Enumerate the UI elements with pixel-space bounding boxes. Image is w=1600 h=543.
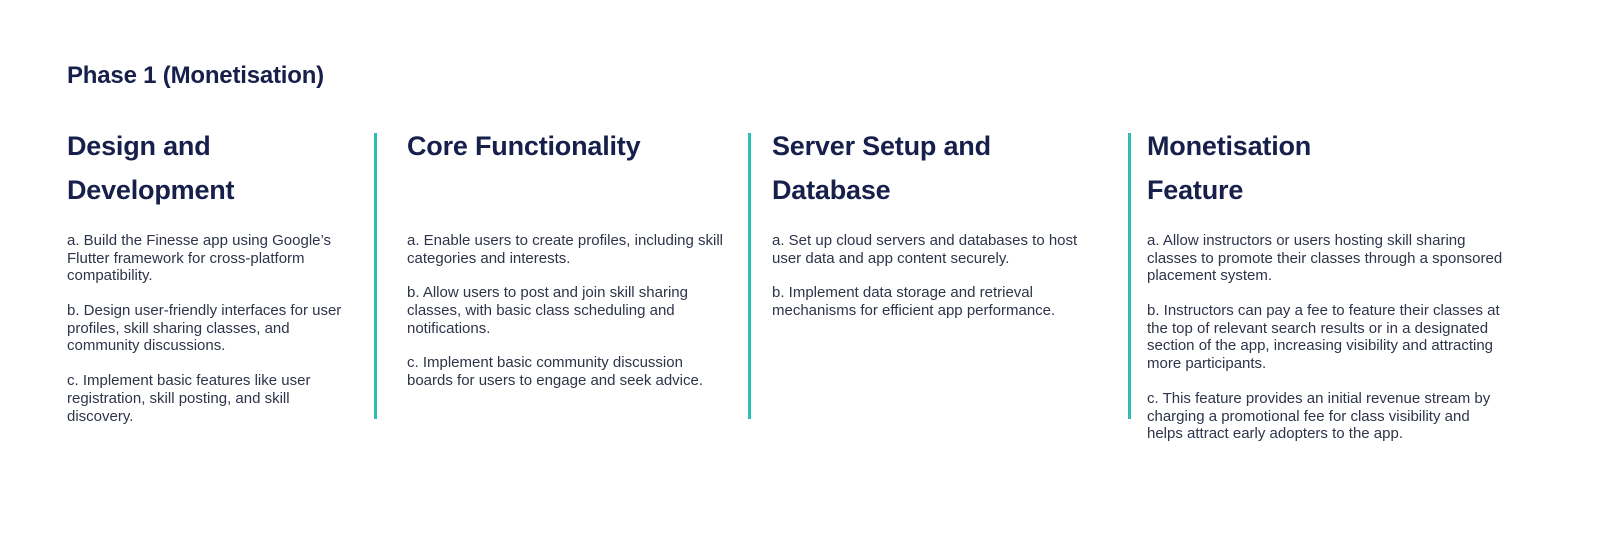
column-heading-line: Design and: [67, 131, 211, 161]
column-heading: Monetisation Feature: [1147, 124, 1506, 212]
list-item: b. Implement data storage and retrieval …: [772, 284, 1056, 320]
column-heading: Design and Development: [67, 124, 356, 212]
column-body: a. Build the Finesse app using Google’s …: [67, 232, 356, 425]
column-divider: [1128, 133, 1131, 419]
list-item: c. This feature provides an initial reve…: [1147, 389, 1491, 443]
list-item: a. Build the Finesse app using Google’s …: [67, 232, 332, 285]
column-heading-line: Core Functionality: [407, 131, 641, 161]
column-server-setup-and-database: Server Setup and Database a. Set up clou…: [748, 124, 1128, 443]
page-title: Phase 1 (Monetisation): [67, 62, 324, 89]
column-body: a. Enable users to create profiles, incl…: [407, 232, 730, 390]
column-core-functionality: Core Functionality a. Enable users to cr…: [374, 124, 748, 443]
column-heading-line: Feature: [1147, 175, 1244, 205]
column-heading: Server Setup and Database: [772, 124, 1106, 212]
list-item: c. Implement basic features like user re…: [67, 372, 311, 425]
column-monetisation-feature: Monetisation Feature a. Allow instructor…: [1128, 124, 1528, 443]
column-heading-line: Server Setup and: [772, 131, 991, 161]
column-heading-line: Database: [772, 175, 891, 205]
column-body: a. Set up cloud servers and databases to…: [772, 232, 1106, 320]
list-item: a. Enable users to create profiles, incl…: [407, 232, 723, 267]
column-heading-line: Development: [67, 175, 235, 205]
list-item: b. Allow users to post and join skill sh…: [407, 284, 688, 337]
list-item: b. Instructors can pay a fee to feature …: [1147, 302, 1500, 373]
column-heading: Core Functionality: [407, 124, 730, 168]
column-divider: [374, 133, 377, 419]
column-heading-line: Monetisation: [1147, 131, 1312, 161]
list-item: a. Set up cloud servers and databases to…: [772, 232, 1078, 267]
column-body: a. Allow instructors or users hosting sk…: [1147, 232, 1506, 443]
column-design-and-development: Design and Development a. Build the Fine…: [0, 124, 374, 443]
list-item: b. Design user-friendly interfaces for u…: [67, 302, 342, 355]
column-divider: [748, 133, 751, 419]
phase-columns: Design and Development a. Build the Fine…: [0, 124, 1600, 443]
list-item: a. Allow instructors or users hosting sk…: [1147, 232, 1503, 285]
list-item: c. Implement basic community discussion …: [407, 354, 704, 390]
